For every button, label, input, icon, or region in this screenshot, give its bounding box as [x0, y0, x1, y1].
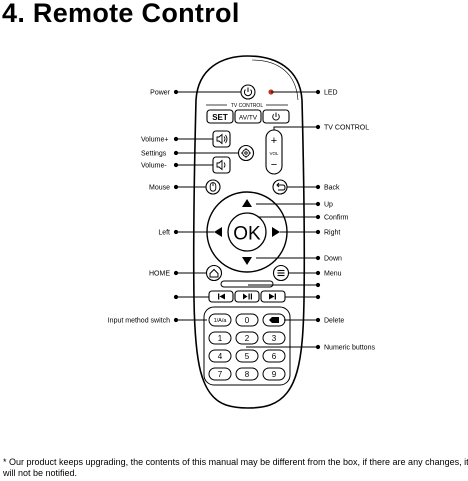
key-0[interactable] [235, 313, 259, 327]
page-title: 4. Remote Control [2, 0, 240, 28]
set-button[interactable] [206, 109, 234, 124]
keypad-frame [203, 306, 291, 386]
tv-control-header: TV CONTROL [231, 103, 263, 109]
key-2[interactable] [235, 331, 259, 345]
key-7[interactable] [208, 367, 232, 381]
footnote: * Our product keeps upgrading, the conte… [3, 457, 468, 478]
key-3[interactable] [262, 331, 286, 345]
key-9-label: 9 [272, 370, 277, 379]
label-left: Left [158, 230, 170, 237]
key-5[interactable] [235, 349, 259, 363]
settings-button[interactable] [237, 144, 255, 162]
av-tv-button[interactable] [234, 109, 262, 124]
previous-icon [218, 293, 225, 300]
volume-down-icon [216, 159, 226, 171]
key-4[interactable] [208, 349, 232, 363]
volume-up-icon [216, 133, 228, 145]
label-menu: Menu [324, 271, 342, 278]
delete-backspace-icon [269, 317, 279, 323]
dpad-down-arrow-icon[interactable] [242, 257, 252, 265]
key-5-label: 5 [245, 352, 250, 361]
label-tv-control: TV CONTROL [324, 125, 369, 132]
av-tv-button-label: AV/TV [239, 115, 258, 122]
home-button[interactable] [205, 264, 223, 282]
mouse-button[interactable] [205, 179, 221, 195]
key-3-label: 3 [272, 334, 277, 343]
key-1-label: 1 [218, 334, 223, 343]
key-6[interactable] [262, 349, 286, 363]
key-9[interactable] [262, 367, 286, 381]
label-mouse: Mouse [149, 185, 170, 192]
key-2-label: 2 [245, 334, 250, 343]
input-method-key-label: 1/A/a [214, 318, 228, 324]
key-4-label: 4 [218, 352, 223, 361]
ok-button-label: OK [233, 224, 261, 245]
label-back: Back [324, 185, 340, 192]
label-volume-up: Volume+ [141, 137, 168, 144]
label-delete: Delete [324, 318, 344, 325]
settings-gear-icon [241, 148, 251, 158]
ok-button[interactable] [227, 212, 267, 252]
home-icon [209, 268, 219, 278]
set-button-label: SET [212, 113, 228, 122]
key-0-label: 0 [245, 316, 250, 325]
key-1[interactable] [208, 331, 232, 345]
input-method-key[interactable] [208, 313, 232, 327]
remote-body [192, 55, 306, 409]
tv-volume-label: VOL [269, 151, 279, 156]
play-pause-icon [243, 293, 252, 300]
label-right: Right [324, 230, 340, 237]
back-arrow-icon [276, 182, 286, 191]
dpad-up-arrow-icon[interactable] [242, 199, 252, 207]
menu-icon [277, 269, 285, 277]
next-icon [269, 293, 276, 300]
label-volume-down: Volume- [141, 163, 167, 170]
label-input-method-switch: Input method switch [108, 318, 170, 325]
dpad-right-arrow-icon[interactable] [272, 227, 280, 237]
volume-down-button[interactable] [212, 156, 231, 174]
label-down: Down [324, 256, 342, 263]
key-6-label: 6 [272, 352, 277, 361]
label-power: Power [150, 90, 171, 97]
dpad-left-arrow-icon[interactable] [214, 227, 222, 237]
label-settings: Settings [141, 151, 167, 158]
label-numeric-buttons: Numeric buttons [324, 345, 375, 352]
key-8[interactable] [235, 367, 259, 381]
numeric-keypad: 1/A/a 0 1 2 3 4 5 6 7 8 9 [208, 313, 286, 381]
label-led: LED [324, 90, 338, 97]
key-8-label: 8 [245, 370, 250, 379]
label-up: Up [324, 202, 333, 209]
power-icon [243, 87, 253, 97]
label-home: HOME [149, 271, 170, 278]
mouse-icon [209, 182, 217, 192]
tv-volume-plus: + [271, 135, 277, 147]
tv-volume-minus: − [271, 159, 277, 171]
tv-power-icon [272, 112, 280, 121]
unlabeled-long-button[interactable] [220, 280, 274, 288]
key-7-label: 7 [218, 370, 223, 379]
label-confirm: Confirm [324, 215, 349, 222]
